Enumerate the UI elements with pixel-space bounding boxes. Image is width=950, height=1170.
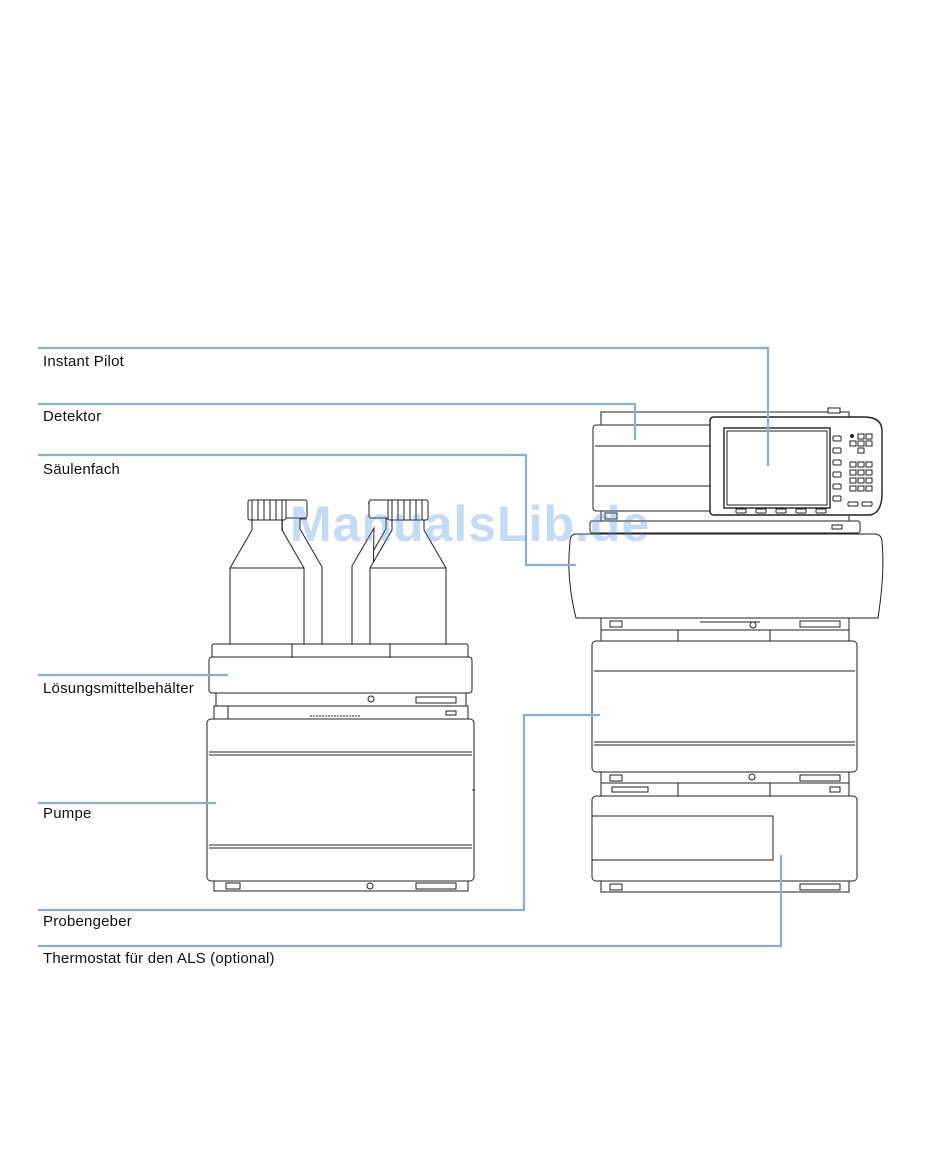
label-thermostat: Thermostat für den ALS (optional) [43, 950, 275, 967]
solvent-tray [209, 644, 472, 706]
thermostat-module [592, 796, 857, 892]
label-probengeber: Probengeber [43, 913, 132, 930]
label-saeulenfach: Säulenfach [43, 461, 120, 478]
pump-module [207, 706, 475, 891]
label-detektor: Detektor [43, 408, 101, 425]
label-pumpe: Pumpe [43, 805, 92, 822]
label-instant-pilot: Instant Pilot [43, 353, 124, 370]
watermark: ManualsLib.de [290, 495, 650, 553]
instant-pilot-device [710, 417, 882, 515]
autosampler-module [592, 641, 857, 796]
label-loesungsmittelbehaelter: Lösungsmittelbehälter [43, 680, 194, 697]
leader-detektor [38, 404, 635, 440]
